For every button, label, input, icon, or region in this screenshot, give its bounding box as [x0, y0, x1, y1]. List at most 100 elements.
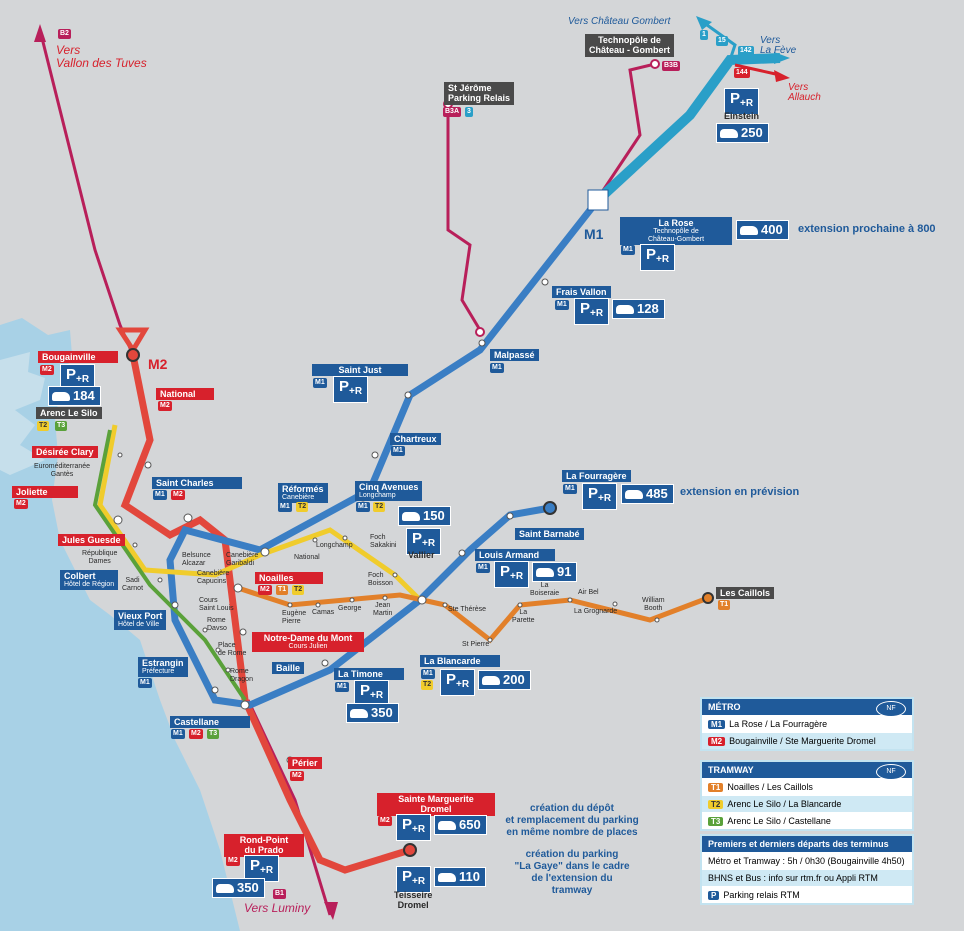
bus-lines-north-east: [594, 53, 781, 204]
bougainville-terminus: [126, 348, 140, 362]
rond-point-badge-m2: M2: [226, 856, 240, 866]
pr-sainte-marguerite: P+R: [396, 814, 432, 841]
legend-tramway-title: TRAMWAY: [702, 762, 912, 778]
badge-1: 1: [700, 30, 708, 40]
reformes-badge-m1: M1: [278, 502, 292, 512]
bus-line-b2: [38, 29, 135, 356]
pr-la-rose: P+R: [640, 244, 676, 271]
la-rose-extension-note: extension prochaine à 800: [798, 223, 936, 235]
cinq-avenues-badge-m1: M1: [356, 502, 370, 512]
car-icon: [438, 873, 456, 882]
pr-einstein: P+R: [724, 88, 760, 115]
einstein-label: Einstein: [724, 111, 760, 121]
station-la-timone: La Timone: [334, 668, 404, 681]
bougainville-badge-m2: M2: [40, 365, 54, 375]
castellane-badge-t3: T3: [207, 729, 220, 739]
caillols-badge-t1: T1: [718, 600, 731, 610]
saint-just-badge-m1: M1: [313, 378, 327, 388]
tram-george: George: [338, 605, 362, 612]
pr-louis-armand: P+R: [494, 561, 530, 588]
noailles-badge-t2: T2: [292, 585, 305, 595]
bus-line-b3a: [446, 104, 482, 331]
tram-canebiere-capucins: Canebière Capucins: [197, 570, 230, 586]
legend-metro-hours: Métro et Tramway : 5h / 0h30 (Bougainvil…: [702, 852, 912, 869]
station-sainte-marguerite: Sainte Marguerite Dromel: [377, 793, 495, 816]
tram-la-parette: La Parette: [512, 609, 535, 625]
castellane-badge-m1: M1: [171, 729, 185, 739]
fourragere-capacity: 485: [621, 484, 674, 504]
tram-cours-saint-louis: Cours Saint Louis: [199, 597, 234, 613]
tram-ste-therese: Ste Thérèse: [448, 606, 487, 613]
rond-point-capacity: 350: [212, 878, 265, 898]
badge-b3b: B3B: [662, 61, 681, 71]
car-icon: [52, 392, 70, 401]
station-la-blancarde: La Blancarde: [420, 655, 500, 668]
st-jerome-label: St Jérôme Parking Relais: [444, 82, 515, 105]
car-icon: [720, 129, 738, 138]
vallier-capacity: 150: [398, 506, 451, 526]
frais-vallon-badge-m1: M1: [555, 300, 569, 310]
timone-capacity: 350: [346, 703, 399, 723]
t2-line: [97, 424, 422, 602]
cinq-avenues-badge-t2: T2: [373, 502, 386, 512]
einstein-capacity: 250: [716, 123, 769, 143]
bougainville-capacity: 184: [48, 386, 101, 406]
car-icon: [482, 676, 500, 685]
pr-vallier: P+R: [406, 528, 442, 555]
port-docks: [0, 352, 45, 475]
car-icon: [625, 490, 643, 499]
tram-la-grognarde: La Grognarde: [574, 608, 618, 615]
pr-la-timone: P+R: [354, 680, 390, 707]
station-saint-charles: Saint Charles: [152, 477, 242, 490]
teisseire-label: Teisseire Dromel: [394, 890, 433, 911]
station-jules-guesde: Jules Guesde: [58, 534, 125, 547]
car-icon: [536, 568, 554, 577]
depot-note: création du dépôt et remplacement du par…: [505, 803, 639, 838]
direction-vallon-des-tuves: Vers Vallon des Tuves: [56, 43, 147, 70]
saint-charles-badge-m2: M2: [171, 490, 185, 500]
arenc-badge-t3: T3: [55, 421, 68, 431]
bus-line-b3b: [598, 62, 656, 196]
station-malpasse: Malpassé: [490, 349, 539, 362]
malpasse-bus-stop: [475, 327, 485, 337]
direction-allauch: Vers Allauch: [788, 82, 821, 103]
timone-badge-m1: M1: [335, 682, 349, 692]
tram-camas: Camas: [312, 609, 335, 616]
badge-b2: B2: [58, 29, 71, 39]
t3-line: [92, 429, 247, 702]
pr-la-fourragere: P+R: [582, 483, 618, 510]
technopole-terminus: [650, 59, 660, 69]
blancarde-capacity: 200: [478, 670, 531, 690]
louis-armand-badge-m1: M1: [476, 563, 490, 573]
car-icon: [216, 884, 234, 893]
joliette-badge-m2: M2: [14, 499, 28, 509]
station-noailles: Noailles: [255, 572, 323, 585]
fourragere-badge-m1: M1: [563, 484, 577, 494]
louis-armand-capacity: 91: [532, 562, 578, 582]
car-icon: [616, 305, 634, 314]
tram-st-pierre: St Pierre: [462, 641, 490, 648]
noailles-badge-t1: T1: [276, 585, 289, 595]
la-rose-badge-m1: M1: [621, 245, 635, 255]
pr-frais-vallon: P+R: [574, 298, 610, 325]
station-saint-just: Saint Just: [312, 364, 408, 377]
m1-line: [166, 197, 601, 709]
tram-rome-dragon: Rome Dragon: [230, 668, 253, 684]
station-dots: [113, 278, 660, 764]
station-rond-point-du-prado: Rond-Point du Prado: [224, 834, 304, 857]
saint-charles-badge-m1: M1: [153, 490, 167, 500]
badge-144: 144: [734, 68, 750, 78]
pr-teisseire: P+R: [396, 866, 432, 893]
direction-la-feve: Vers La Fève: [760, 35, 797, 56]
tram-foch-boisson: Foch Boisson: [368, 572, 393, 588]
station-frais-vallon: Frais Vallon: [552, 286, 611, 299]
